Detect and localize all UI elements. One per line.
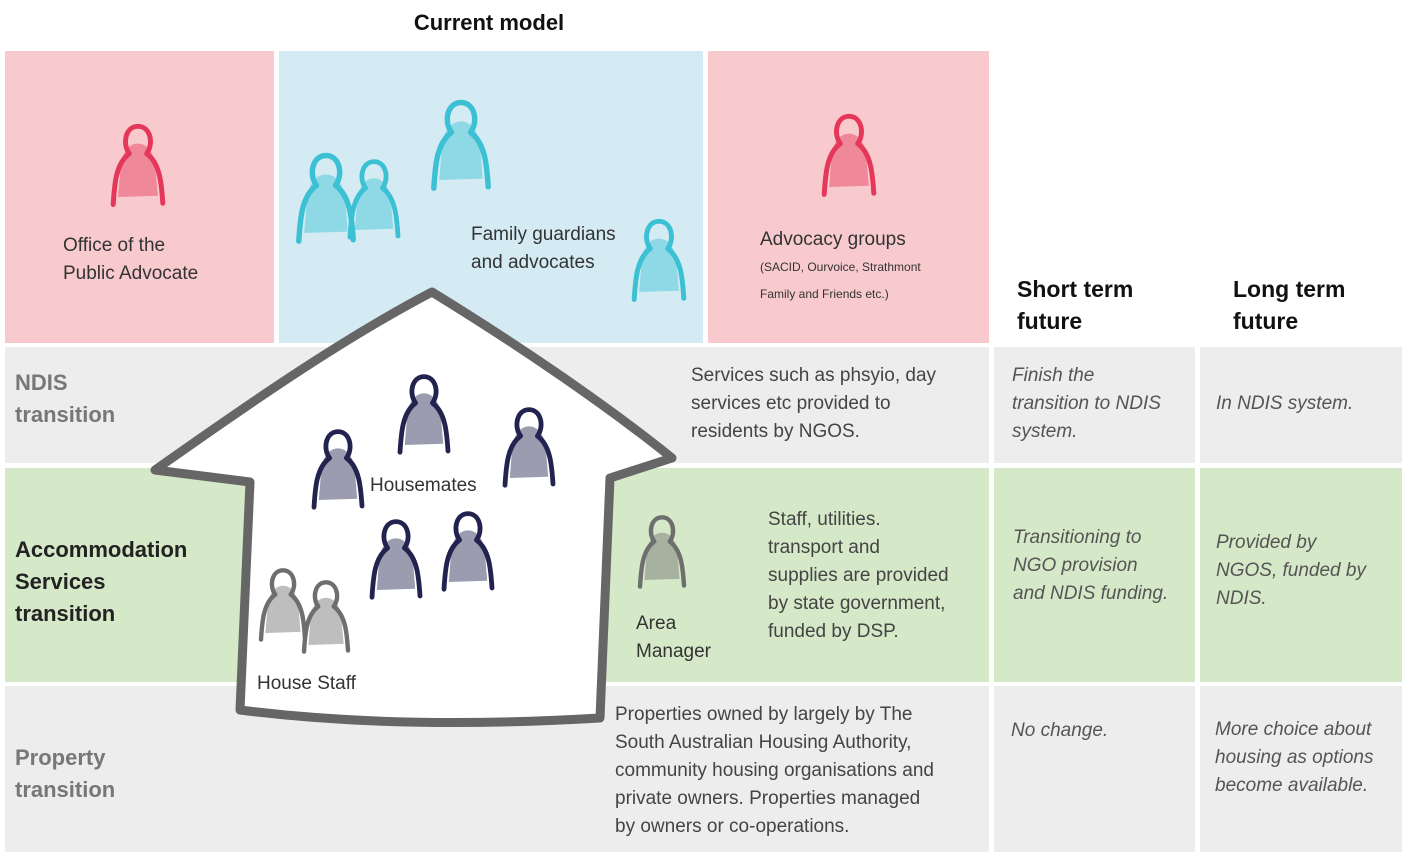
page-title: Current model xyxy=(413,10,565,35)
ndis-long-text: In NDIS system. xyxy=(1216,393,1354,414)
ndis-row-long xyxy=(1200,347,1402,463)
advocacy-groups-box xyxy=(708,51,989,343)
area-manager-label: Area Manager xyxy=(636,613,711,662)
family-person-icon xyxy=(634,221,684,299)
ndis-short-text: Finish the transition to NDIS system. xyxy=(1012,365,1161,442)
property-row-long xyxy=(1200,686,1402,852)
accommodation-current-text: Staff, utilities. transport and supplies… xyxy=(768,509,949,642)
accommodation-row-short xyxy=(994,468,1195,682)
property-long-text: More choice about housing as options bec… xyxy=(1215,719,1374,796)
long-term-header: Long term future xyxy=(1233,276,1346,334)
advocacy-groups-label: Advocacy groups xyxy=(760,229,906,250)
short-term-header: Short term future xyxy=(1017,276,1134,334)
house-outline-icon xyxy=(150,287,677,728)
ndis-current-text: Services such as phsyio, day services et… xyxy=(691,365,937,442)
housemates-label: Housemates xyxy=(370,475,477,496)
area-manager-person-icon xyxy=(640,517,684,586)
public-advocate-label: Office of the Public Advocate xyxy=(63,235,199,284)
property-row-short xyxy=(994,686,1195,852)
accommodation-long-text: Provided by NGOS, funded by NDIS. xyxy=(1216,532,1366,609)
family-person-icon xyxy=(434,102,488,188)
public-advocate-box xyxy=(5,51,274,343)
house-staff-label: House Staff xyxy=(257,673,356,694)
family-person-icon xyxy=(299,155,353,241)
property-current-text: Properties owned by largely by The South… xyxy=(615,704,934,837)
family-person-icon xyxy=(350,162,398,238)
family-guardians-label: Family guardians and advocates xyxy=(471,224,616,273)
advocacy-groups-sublabel: (SACID, Ourvoice, Strathmont Family and … xyxy=(760,260,921,301)
accommodation-row-long xyxy=(1200,468,1402,682)
property-row-label: Property transition xyxy=(15,745,116,802)
accommodation-row-label: Accommodation Services transition xyxy=(15,537,188,626)
property-short-text: No change. xyxy=(1011,720,1109,741)
public-advocate-person-icon xyxy=(113,126,163,204)
ndis-row-short xyxy=(994,347,1195,463)
accommodation-short-text: Transitioning to NGO provision and NDIS … xyxy=(1013,527,1169,604)
ndis-row-label: NDIS transition xyxy=(15,370,116,427)
advocacy-person-icon xyxy=(824,116,874,194)
